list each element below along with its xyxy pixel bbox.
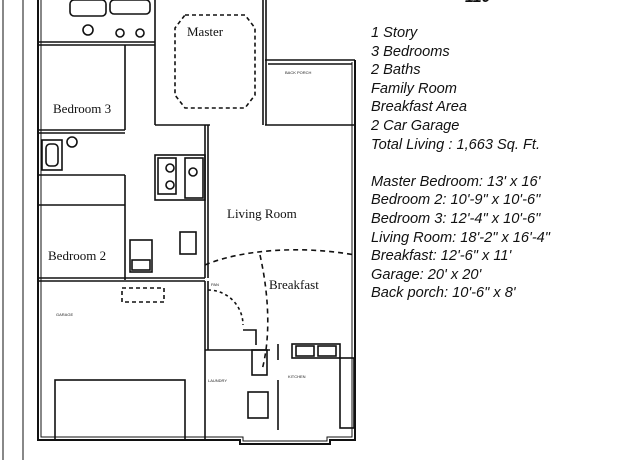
label-garage: GARAGE [56,312,73,317]
dimension-garage: Garage: 20' x 20' [371,266,482,283]
feature-baths: 2 Baths [371,62,421,79]
room-label-master: Master [187,24,224,39]
dimension-bedroom-2: Bedroom 2: 10'-9" x 10'-6" [371,192,541,209]
room-label-bedroom-3: Bedroom 3 [53,101,111,116]
room-label-bedroom-2: Bedroom 2 [48,248,106,263]
label-pantry: PAN [211,282,219,287]
dimension-back-porch: Back porch: 10'-6" x 8' [371,285,516,302]
dimension-bedroom-3: Bedroom 3: 12'-4" x 10'-6" [371,210,541,227]
room-label-breakfast: Breakfast [269,277,319,292]
feature-garage: 2 Car Garage [371,117,460,134]
feature-family-room: Family Room [371,80,457,97]
label-laundry: LAUNDRY [208,378,227,383]
feature-bedrooms: 3 Bedrooms [371,43,450,60]
label-back-porch: BACK PORCH [285,70,312,75]
dimension-breakfast: Breakfast: 12'-6" x 11' [371,248,512,265]
spacer [371,154,633,173]
feature-stories: 1 Story [371,25,418,41]
label-kitchen: KITCHEN [288,374,306,379]
dimension-master: Master Bedroom: 13' x 16' [371,173,541,190]
plan-specs: 1 Story 3 Bedrooms 2 Baths Family Room B… [371,24,633,303]
room-label-living-room: Living Room [227,206,297,221]
dimension-living-room: Living Room: 18'-2" x 16'-4" [371,229,550,246]
feature-breakfast-area: Breakfast Area [371,99,467,116]
feature-total-living: Total Living : 1,663 Sq. Ft. [371,136,541,153]
plan-number: 110 [465,0,491,7]
